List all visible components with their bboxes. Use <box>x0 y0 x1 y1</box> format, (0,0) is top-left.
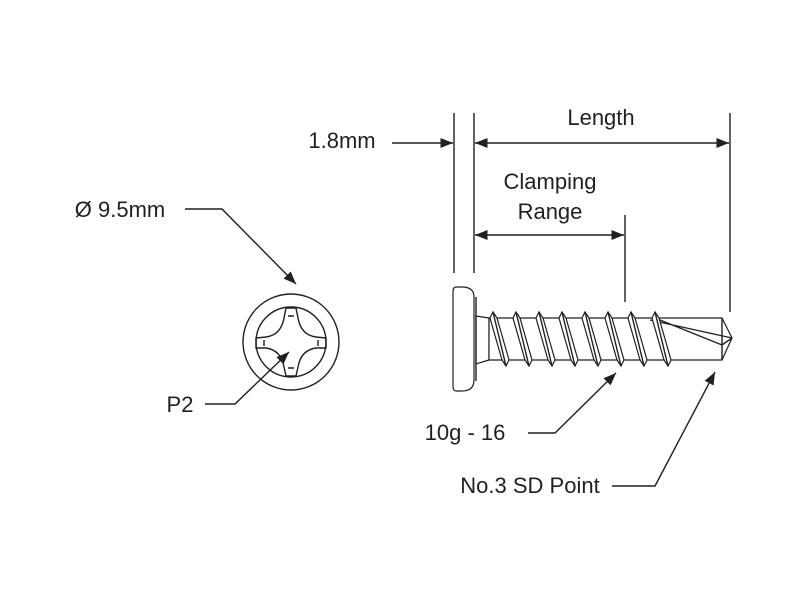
screw-side-view <box>452 286 733 392</box>
range-label: Range <box>518 199 583 224</box>
size-label: 10g - 16 <box>425 420 506 445</box>
head-diameter-label: Ø 9.5mm <box>75 197 165 222</box>
length-label: Length <box>567 105 634 130</box>
head-thickness-label: 1.8mm <box>308 128 375 153</box>
point-label: No.3 SD Point <box>460 473 599 498</box>
drive-label: P2 <box>167 392 194 417</box>
head-top-view <box>242 293 340 391</box>
phillips-recess-icon <box>255 307 327 377</box>
dimension-lines <box>185 113 731 487</box>
clamping-label: Clamping <box>504 169 597 194</box>
